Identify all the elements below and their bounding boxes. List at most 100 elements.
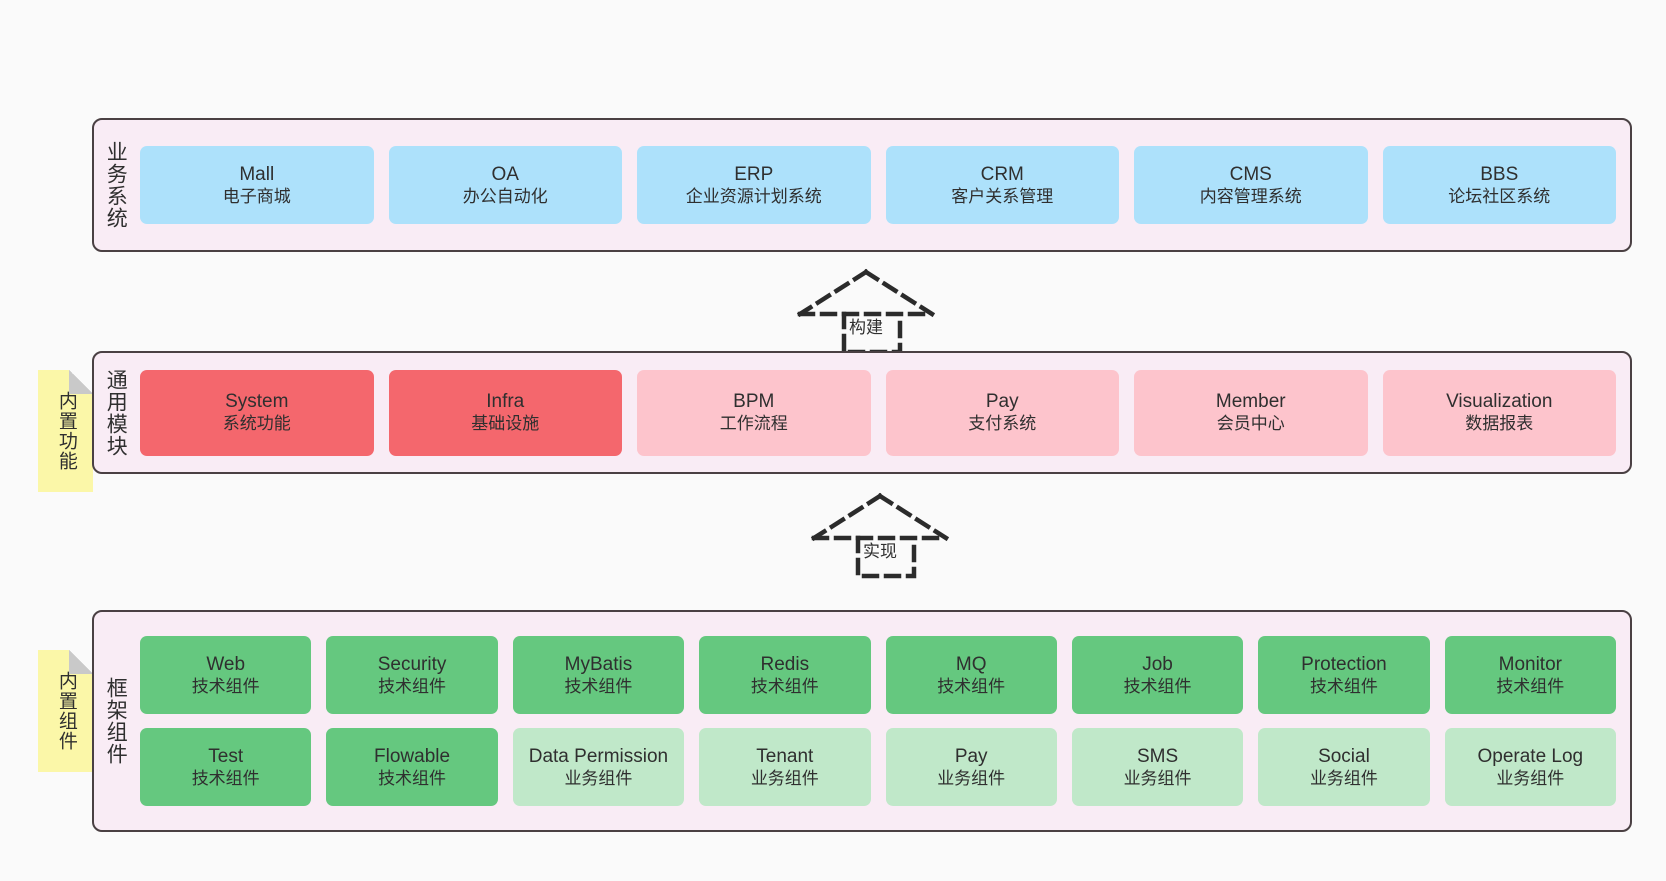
component-title: Pay — [985, 391, 1019, 413]
component-subtitle: 技术组件 — [191, 768, 260, 788]
component-subtitle: 技术组件 — [378, 676, 447, 696]
component-subtitle: 技术组件 — [1496, 676, 1565, 696]
component-subtitle: 办公自动化 — [462, 186, 548, 206]
sticky-note-builtin-components-label: 内置组件 — [55, 671, 77, 751]
build-arrow: 构建 — [796, 268, 936, 356]
component-title: Monitor — [1498, 653, 1562, 675]
component-subtitle: 技术组件 — [191, 676, 260, 696]
component-subtitle: 系统功能 — [222, 414, 291, 434]
build-arrow-label: 构建 — [849, 318, 883, 337]
component-subtitle: 会员中心 — [1216, 414, 1285, 434]
component-title: Redis — [760, 653, 810, 675]
component-title: BBS — [1480, 163, 1519, 185]
layer-label-business-systems: 业务系统 — [104, 141, 128, 229]
sticky-note-builtin-functions-label: 内置功能 — [55, 391, 77, 471]
component-subtitle: 业务组件 — [937, 768, 1006, 788]
component-title: Infra — [486, 391, 525, 413]
component-title: Data Permission — [528, 745, 669, 767]
component-title: OA — [491, 163, 519, 185]
layer-label-common-modules: 通用模块 — [104, 368, 128, 457]
component-subtitle: 技术组件 — [937, 676, 1006, 696]
component-title: Test — [208, 745, 244, 767]
component-title: MQ — [955, 653, 987, 675]
component-title: Member — [1215, 391, 1286, 413]
sticky-note-builtin-functions: 内置功能 — [38, 370, 93, 492]
component-title: Web — [206, 653, 246, 675]
sticky-note-builtin-components: 内置组件 — [38, 650, 93, 772]
component-subtitle: 技术组件 — [1309, 676, 1378, 696]
component-subtitle: 电子商城 — [222, 186, 291, 206]
component-subtitle: 工作流程 — [719, 414, 788, 434]
component-title: Security — [377, 653, 447, 675]
component-title: Operate Log — [1477, 745, 1584, 767]
component-subtitle: 技术组件 — [750, 676, 819, 696]
component-subtitle: 内容管理系统 — [1199, 186, 1302, 206]
component-title: Job — [1142, 653, 1173, 675]
component-subtitle: 业务组件 — [1123, 768, 1192, 788]
component-title: BPM — [733, 391, 775, 413]
component-title: Visualization — [1446, 391, 1553, 413]
component-subtitle: 技术组件 — [378, 768, 447, 788]
component-title: MyBatis — [564, 653, 633, 675]
component-subtitle: 业务组件 — [750, 768, 819, 788]
component-subtitle: 技术组件 — [564, 676, 633, 696]
component-title: Pay — [954, 745, 988, 767]
layer-label-framework-components: 框架组件 — [104, 677, 128, 765]
component-title: Protection — [1301, 653, 1387, 675]
component-title: Social — [1318, 745, 1370, 767]
component-title: Tenant — [756, 745, 814, 767]
component-title: SMS — [1136, 745, 1179, 767]
component-subtitle: 业务组件 — [564, 768, 633, 788]
component-subtitle: 数据报表 — [1465, 414, 1534, 434]
implement-arrow-label: 实现 — [863, 542, 897, 561]
component-subtitle: 支付系统 — [968, 414, 1037, 434]
component-title: CRM — [980, 163, 1024, 185]
component-subtitle: 业务组件 — [1309, 768, 1378, 788]
component-subtitle: 企业资源计划系统 — [685, 186, 822, 206]
component-subtitle: 基础设施 — [471, 414, 540, 434]
implement-arrow: 实现 — [810, 492, 950, 580]
component-title: Flowable — [374, 745, 451, 767]
component-title: Mall — [239, 163, 275, 185]
component-subtitle: 业务组件 — [1496, 768, 1565, 788]
component-title: ERP — [734, 163, 774, 185]
component-subtitle: 技术组件 — [1123, 676, 1192, 696]
